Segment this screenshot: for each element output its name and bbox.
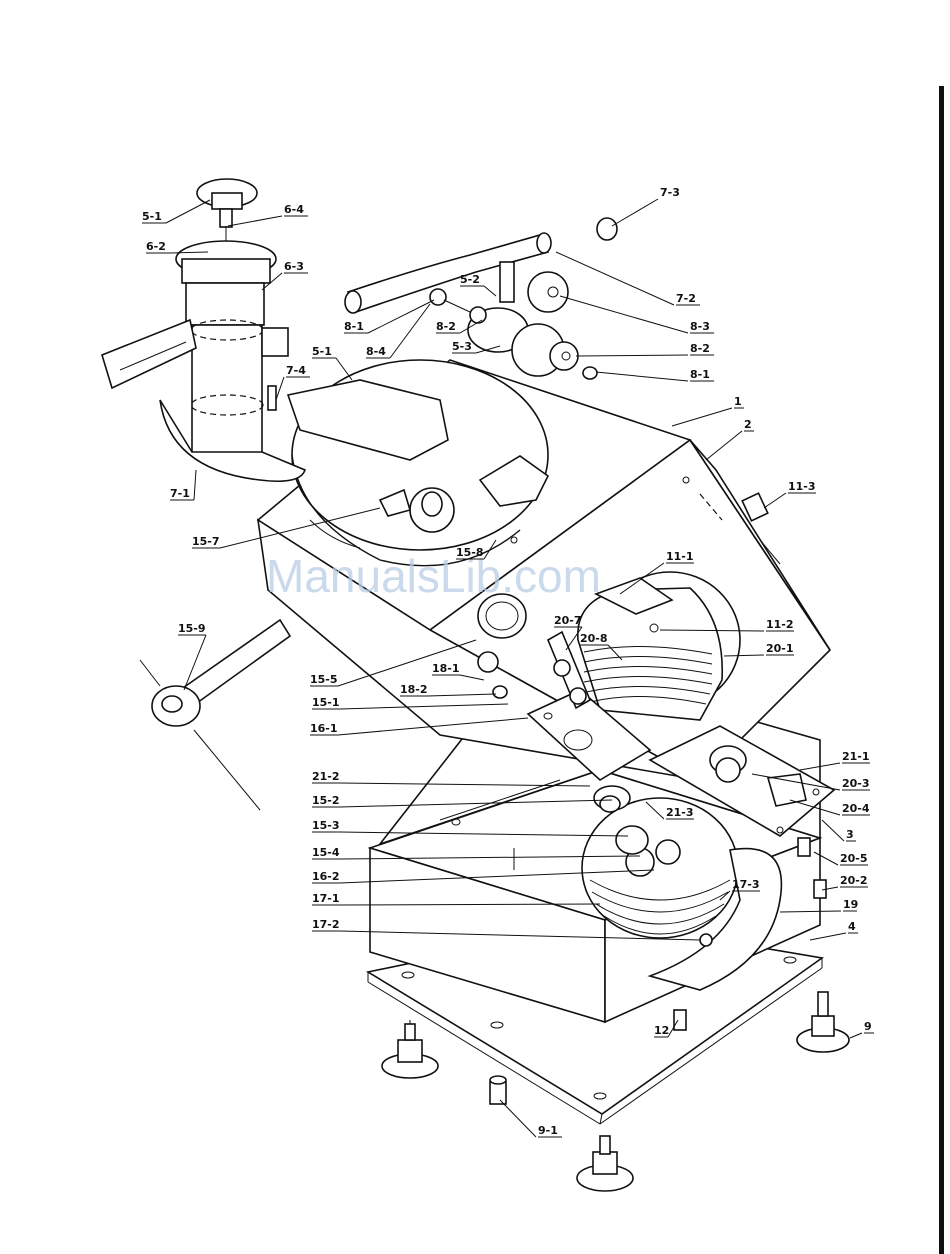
- callout-leader-line: [484, 286, 496, 296]
- callout-label: 15-2: [312, 794, 340, 807]
- callout-leader-line: [194, 470, 196, 500]
- callout-label: 5-1: [312, 345, 332, 358]
- callout-label: 8-3: [690, 320, 710, 333]
- callout-leader-line: [810, 933, 846, 940]
- callout-label: 7-1: [170, 487, 190, 500]
- callout-label: 7-2: [676, 292, 696, 305]
- callout-label: 8-4: [366, 345, 386, 358]
- callout-label: 2: [744, 418, 752, 431]
- callout-20-2: 20-2: [822, 874, 868, 890]
- callout-label: 17-1: [312, 892, 340, 905]
- callout-label: 15-5: [310, 673, 338, 686]
- callout-label: 15-3: [312, 819, 340, 832]
- callout-label: 20-5: [840, 852, 868, 865]
- callout-label: 7-3: [660, 186, 680, 199]
- callout-label: 7-4: [286, 364, 306, 377]
- callout-label: 15-9: [178, 622, 206, 635]
- callout-leader-line: [576, 355, 688, 356]
- callout-5-1: 5-1: [312, 345, 352, 380]
- callout-9-1: 9-1: [500, 1100, 562, 1137]
- callout-label: 21-1: [842, 750, 870, 763]
- callout-5-1: 5-1: [142, 200, 210, 223]
- callout-leader-line: [764, 493, 786, 508]
- callout-label: 8-2: [690, 342, 710, 355]
- foot-right: [797, 992, 849, 1052]
- callout-label: 11-2: [766, 618, 794, 631]
- callout-label: 11-3: [788, 480, 816, 493]
- callout-label: 20-7: [554, 614, 582, 627]
- callout-3: 3: [822, 820, 856, 841]
- callout-label: 15-7: [192, 535, 220, 548]
- callout-label: 19: [843, 898, 858, 911]
- callout-1: 1: [672, 395, 744, 426]
- callout-label: 5-2: [460, 273, 480, 286]
- callout-label: 15-8: [456, 546, 484, 559]
- callout-leader-line: [276, 377, 284, 400]
- foot-screw-9-1: [490, 1076, 506, 1104]
- callout-7-2: 7-2: [556, 252, 700, 305]
- callout-label: 6-3: [284, 260, 304, 273]
- callout-label: 3: [846, 828, 854, 841]
- callout-leader-line: [612, 199, 658, 226]
- callout-leader-line: [228, 216, 282, 226]
- callout-8-1: 8-1: [596, 368, 714, 381]
- callout-20-5: 20-5: [814, 852, 868, 865]
- callout-leader-line: [166, 200, 210, 223]
- callout-label: 16-2: [312, 870, 340, 883]
- callout-label: 20-8: [580, 632, 608, 645]
- callout-label: 16-1: [310, 722, 338, 735]
- callout-7-1: 7-1: [170, 470, 196, 500]
- callout-leader-line: [850, 1033, 862, 1038]
- callout-leader-line: [822, 820, 844, 841]
- callout-label: 18-2: [400, 683, 428, 696]
- callout-label: 6-4: [284, 203, 304, 216]
- top-handle: [345, 218, 617, 313]
- callout-label: 8-1: [690, 368, 710, 381]
- callout-label: 17-2: [312, 918, 340, 931]
- callout-leader-line: [560, 296, 688, 333]
- feed-tube-assembly: [102, 179, 305, 481]
- callout-leader-line: [500, 1100, 536, 1137]
- callout-label: 8-2: [436, 320, 456, 333]
- callout-11-3: 11-3: [764, 480, 816, 508]
- callout-leader-line: [706, 431, 742, 460]
- callout-label: 8-1: [344, 320, 364, 333]
- callout-label: 1: [734, 395, 742, 408]
- callout-label: 11-1: [666, 550, 694, 563]
- callout-label: 4: [848, 920, 856, 933]
- callout-label: 9: [864, 1020, 872, 1033]
- callout-2: 2: [706, 418, 754, 460]
- foot-left: [382, 1020, 438, 1078]
- callout-label: 20-1: [766, 642, 794, 655]
- callout-8-2: 8-2: [576, 342, 714, 356]
- callout-label: 9-1: [538, 1124, 558, 1137]
- callout-label: 5-1: [142, 210, 162, 223]
- foot-bottom: [577, 1136, 633, 1191]
- callout-label: 15-4: [312, 846, 340, 859]
- callout-label: 5-3: [452, 340, 472, 353]
- callout-leader-line: [672, 408, 732, 426]
- callout-label: 20-2: [840, 874, 868, 887]
- callout-label: 21-2: [312, 770, 340, 783]
- callout-leader-line: [336, 358, 352, 380]
- callout-7-3: 7-3: [612, 186, 680, 226]
- callout-label: 18-1: [432, 662, 460, 675]
- callout-label: 17-3: [732, 878, 760, 891]
- callout-leader-line: [596, 372, 688, 381]
- callout-leader-line: [556, 252, 674, 305]
- callout-5-2: 5-2: [460, 273, 496, 296]
- callout-9: 9: [850, 1020, 874, 1038]
- callout-label: 15-1: [312, 696, 340, 709]
- callout-label: 6-2: [146, 240, 166, 253]
- callout-label: 21-3: [666, 806, 694, 819]
- wrench-15-9: [140, 620, 290, 810]
- callout-label: 12: [654, 1024, 669, 1037]
- callout-label: 20-4: [842, 802, 870, 815]
- callout-label: 20-3: [842, 777, 870, 790]
- callout-8-4: 8-4: [366, 304, 430, 358]
- watermark-text: ManualsLib.com: [266, 550, 601, 602]
